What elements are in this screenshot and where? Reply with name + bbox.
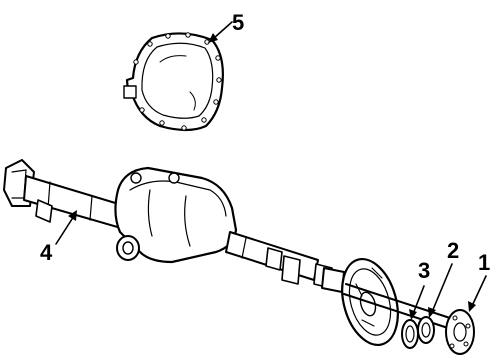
callout-1: 1 bbox=[468, 250, 490, 312]
callout-2: 2 bbox=[428, 238, 459, 318]
callout-5: 5 bbox=[208, 10, 244, 43]
callout-4: 4 bbox=[40, 210, 77, 265]
callout-label-5: 5 bbox=[232, 10, 244, 35]
wheel-bearing bbox=[417, 316, 435, 344]
oil-seal bbox=[401, 319, 419, 349]
differential-cover bbox=[123, 32, 224, 132]
callout-label-3: 3 bbox=[418, 258, 430, 283]
callout-label-2: 2 bbox=[447, 238, 459, 263]
callout-3: 3 bbox=[409, 258, 430, 320]
callout-label-1: 1 bbox=[478, 250, 490, 275]
axle-housing bbox=[3, 159, 345, 293]
callout-label-4: 4 bbox=[40, 240, 53, 265]
axle-shaft-flange bbox=[445, 309, 475, 355]
